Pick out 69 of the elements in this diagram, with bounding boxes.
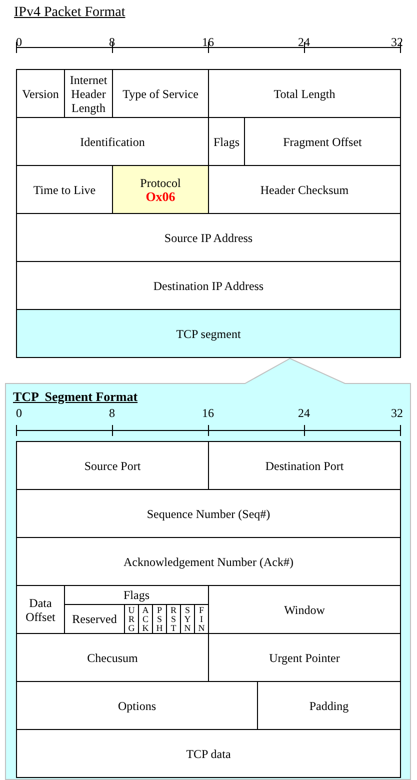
- field-name: Flags: [213, 134, 240, 148]
- field-name: Fragment Offset: [283, 134, 362, 148]
- header-field: [208, 69, 401, 118]
- field-name: Destination Port: [265, 458, 344, 472]
- header-field: [16, 309, 401, 358]
- header-field: [16, 69, 65, 118]
- bit-number: 8: [109, 406, 115, 420]
- header-field: [180, 604, 195, 634]
- header-field: [208, 441, 401, 490]
- header-field: [166, 604, 181, 634]
- field-name: Urgent Pointer: [269, 650, 340, 664]
- header-field: [208, 585, 401, 634]
- header-field: [112, 165, 209, 214]
- field-name: Options: [118, 698, 156, 712]
- bit-number: 24: [298, 406, 310, 420]
- header-field: [16, 681, 258, 730]
- header-field: [16, 441, 209, 490]
- field-name: Protocol: [140, 176, 181, 190]
- callout-panel: [5, 358, 411, 780]
- field-name: TCP segment: [176, 326, 241, 340]
- field-name: Destination IP Address: [153, 278, 264, 292]
- field-name: Reserved: [72, 612, 117, 626]
- field-name: Source Port: [84, 458, 141, 472]
- panel-title: TCP Segment Format: [13, 389, 138, 404]
- field-name: PSH: [156, 606, 163, 632]
- header-field: [257, 681, 401, 730]
- header-field: [16, 261, 401, 310]
- header-field: [124, 604, 139, 634]
- header-field: [152, 604, 167, 634]
- field-name: Window: [284, 602, 325, 616]
- field-name: FIN: [198, 606, 205, 632]
- field-name: Type of Service: [122, 86, 198, 100]
- header-field: [16, 585, 65, 634]
- field-name: Time to Live: [33, 182, 96, 196]
- field-name: Padding: [309, 698, 349, 712]
- field-name: SYN: [184, 606, 191, 632]
- header-field: [16, 729, 401, 778]
- bit-number: 32: [391, 406, 403, 420]
- field-name: ACK: [142, 606, 149, 632]
- header-field: [194, 604, 209, 634]
- field-name: Data Offset: [24, 596, 56, 624]
- field-name: Flags: [123, 588, 150, 602]
- bit-number: 16: [202, 35, 214, 49]
- bit-number: 24: [298, 35, 310, 49]
- bit-number: 16: [202, 406, 214, 420]
- field-name: Version: [22, 86, 59, 100]
- field-name: Internet Header Length: [68, 72, 108, 114]
- header-field: [208, 633, 401, 682]
- header-field: [16, 489, 401, 538]
- field-name: RST: [170, 606, 176, 632]
- field-name: Header Checksum: [260, 182, 349, 196]
- field-value: Ox06: [146, 190, 176, 204]
- field-name: TCP data: [186, 746, 231, 760]
- header-field: [64, 604, 125, 634]
- field-name: URG: [128, 606, 135, 632]
- field-name: Checusum: [87, 650, 138, 664]
- field-name: Identification: [80, 134, 145, 148]
- bit-number: 0: [16, 406, 22, 420]
- header-field: [138, 604, 153, 634]
- header-field: [64, 585, 209, 605]
- field-name: Source IP Address: [164, 230, 253, 244]
- diagram-title: IPv4 Packet Format: [14, 5, 126, 21]
- header-field: [16, 213, 401, 262]
- header-field: [16, 633, 209, 682]
- field-name: Acknowledgement Number (Ack#): [124, 554, 294, 568]
- header-field: [16, 537, 401, 586]
- bit-number: 8: [109, 35, 115, 49]
- field-name: Sequence Number (Seq#): [146, 506, 270, 520]
- field-name: Total Length: [274, 86, 336, 100]
